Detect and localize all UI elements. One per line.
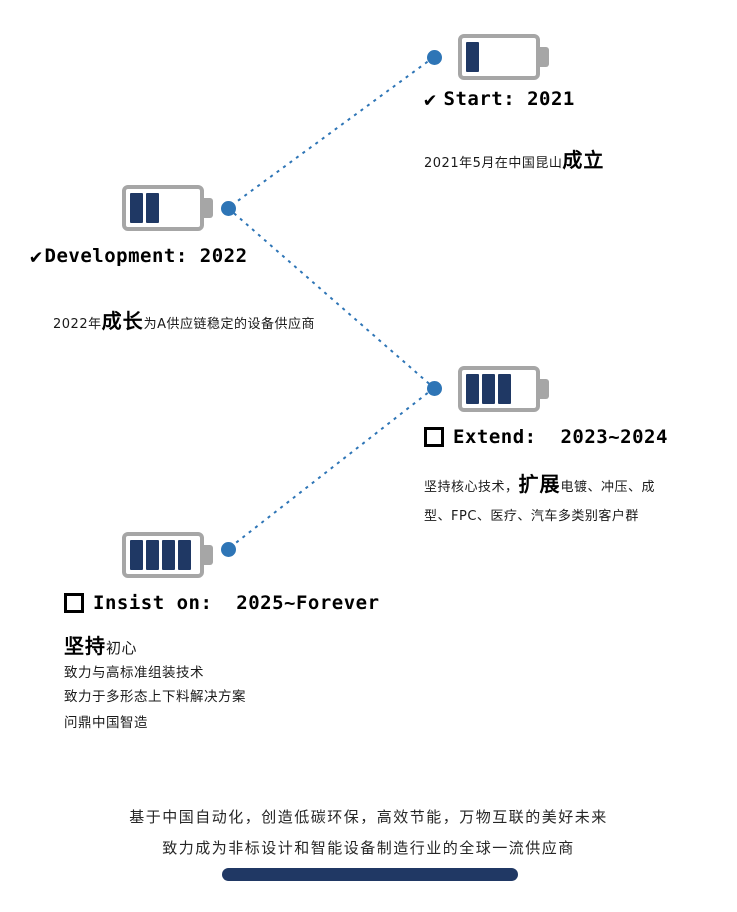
- node-dot-insist: [221, 542, 236, 557]
- check-icon: ✔: [30, 244, 43, 268]
- insist-line: 问鼎中国智造: [64, 715, 148, 732]
- check-icon: ✔: [424, 87, 437, 111]
- battery-level-4-icon: [122, 532, 213, 578]
- milestone-start-desc: 2021年5月在中国昆山成立: [424, 140, 604, 180]
- desc-emphasis: 成长: [101, 309, 144, 333]
- milestone-development-desc: 2022年成长为A供应链稳定的设备供应商: [53, 301, 315, 341]
- connector-start-to-development: [227, 56, 435, 209]
- insist-line: 致力于多形态上下料解决方案: [64, 688, 246, 705]
- milestone-insist-lines: 致力与高标准组装技术 致力于多形态上下料解决方案 问鼎中国智造: [64, 662, 246, 736]
- desc-emphasis: 坚持: [64, 634, 106, 658]
- footer-accent-bar: [222, 868, 518, 881]
- battery-terminal: [203, 198, 213, 218]
- milestone-extend-desc: 坚持核心技术，扩展电镀、冲压、成型、FPC、医疗、汽车多类别客户群: [424, 464, 672, 530]
- milestone-extend-label: Extend: 2023~2024: [453, 426, 668, 448]
- node-dot-start: [427, 50, 442, 65]
- desc-text: 为A供应链稳定的设备供应商: [143, 317, 315, 332]
- checkbox-icon: [424, 427, 444, 447]
- battery-charge-bar: [162, 540, 175, 570]
- battery-level-2-icon: [122, 185, 213, 231]
- battery-charge-bar: [146, 540, 159, 570]
- battery-level-3-icon: [458, 366, 549, 412]
- footer-slogan-line2: 致力成为非标设计和智能设备制造行业的全球一流供应商: [162, 839, 575, 857]
- battery-terminal: [539, 379, 549, 399]
- battery-charge-bar: [146, 193, 159, 223]
- milestone-start-title: ✔ Start: 2021: [424, 87, 575, 111]
- milestone-extend-title: Extend: 2023~2024: [424, 426, 668, 448]
- connector-development-to-extend: [227, 207, 435, 389]
- node-dot-extend: [427, 381, 442, 396]
- desc-text: 2022年: [53, 317, 102, 332]
- battery-charge-bar: [130, 540, 143, 570]
- insist-line: 致力与高标准组装技术: [64, 665, 204, 681]
- battery-terminal: [203, 545, 213, 565]
- battery-terminal: [539, 47, 549, 67]
- milestone-insist-headline: 坚持初心: [64, 626, 137, 666]
- battery-charge-bar: [482, 374, 495, 404]
- desc-emphasis: 成立: [562, 148, 605, 172]
- node-dot-development: [221, 201, 236, 216]
- milestone-development-title: ✔ Development: 2022: [30, 244, 248, 268]
- battery-charge-bar: [178, 540, 191, 570]
- milestone-insist-title: Insist on: 2025~Forever: [64, 592, 380, 614]
- battery-charge-bar: [498, 374, 511, 404]
- battery-charge-bar: [130, 193, 143, 223]
- checkbox-icon: [64, 593, 84, 613]
- milestone-development-label: Development: 2022: [44, 245, 248, 267]
- desc-text: 坚持核心技术，: [424, 480, 519, 495]
- desc-text: 2021年5月在中国昆山: [424, 156, 563, 171]
- battery-charge-bar: [466, 374, 479, 404]
- connector-extend-to-insist: [227, 387, 435, 550]
- desc-text: 电镀、冲压、成型、FPC、医疗、汽车多类别客户群: [424, 480, 656, 524]
- battery-charge-bar: [466, 42, 479, 72]
- battery-level-1-icon: [458, 34, 549, 80]
- desc-emphasis: 扩展: [518, 472, 561, 496]
- milestone-start-label: Start: 2021: [443, 88, 575, 110]
- milestone-insist-label: Insist on: 2025~Forever: [93, 592, 380, 614]
- desc-text: 初心: [106, 639, 138, 657]
- footer-slogan-line1: 基于中国自动化，创造低碳环保，高效节能，万物互联的美好未来: [129, 808, 608, 826]
